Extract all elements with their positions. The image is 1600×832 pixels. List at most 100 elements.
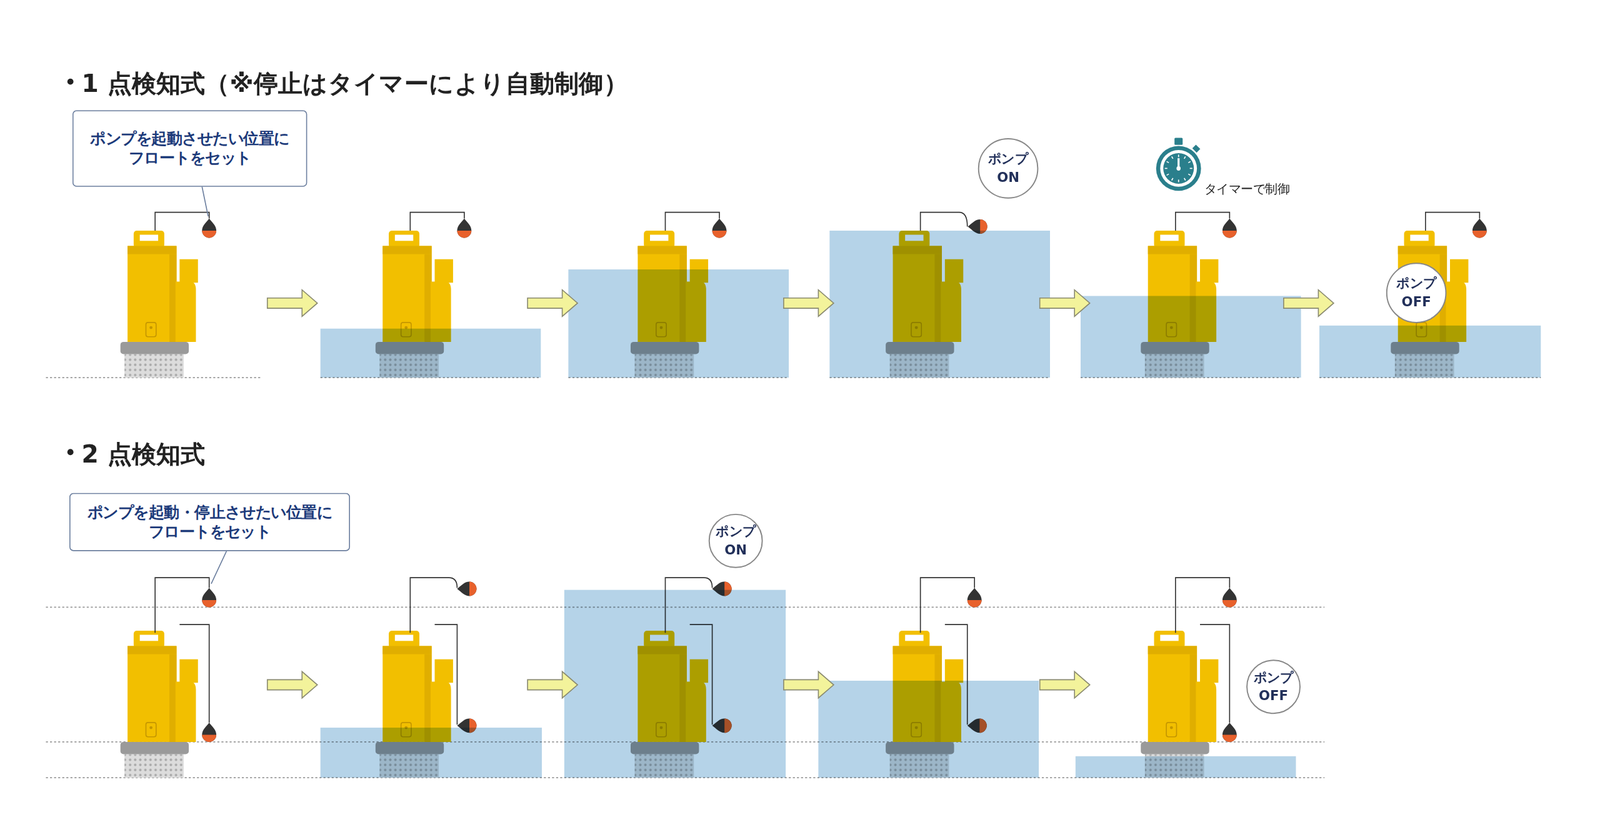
pump-plate (145, 322, 156, 337)
water-level (1075, 756, 1297, 778)
handle-hole (1160, 235, 1179, 242)
bubble-circle (709, 514, 763, 568)
pump-handle (133, 230, 165, 249)
pump-outlet (1200, 259, 1219, 284)
float-wire (155, 212, 210, 231)
section-heading: 1 点検知式（※停止はタイマーにより自動制御） (81, 67, 629, 100)
stopwatch-tick (1184, 156, 1186, 159)
pump-outlet (1200, 659, 1219, 684)
bubble-outline (708, 513, 764, 569)
float-body (201, 722, 217, 742)
stopwatch-pivot (1176, 166, 1181, 171)
pump-base (1140, 741, 1209, 755)
float-tip (201, 735, 217, 742)
submersible-pump (120, 230, 199, 378)
node-text: ポンプ OFF (1245, 659, 1301, 715)
callout-box: ポンプを起動・停止させたい位置に フロートをセット (69, 493, 350, 552)
pump-cap (127, 645, 177, 654)
status-bubble: ポンプ OFF (1385, 262, 1447, 324)
step-arrow (1040, 671, 1090, 698)
stopwatch-tick (1166, 173, 1170, 175)
float-wire (1175, 212, 1230, 231)
callout-box: ポンプを起動させたい位置に フロートをセット (72, 110, 308, 187)
pump-body (382, 645, 432, 742)
node-text: ポンプ ON (708, 513, 764, 569)
pump-cap (382, 245, 432, 254)
step-arrow (527, 290, 578, 317)
stopwatch-tick (1188, 161, 1191, 163)
stopwatch-case (1156, 145, 1202, 191)
water-level (829, 230, 1050, 378)
float-switch (1222, 722, 1237, 742)
float-body (1222, 722, 1237, 742)
pump-handle (1404, 230, 1435, 249)
pump-plate (1166, 722, 1177, 737)
float-switch (967, 587, 982, 607)
bubble-circle (1386, 263, 1447, 323)
float-body (456, 218, 472, 238)
stopwatch-tick (1171, 178, 1174, 181)
stopwatch-button (1192, 144, 1201, 153)
pump-bolt (149, 726, 153, 730)
pump-shade (169, 654, 177, 742)
node-text: ポンプ ON (977, 137, 1039, 199)
water-level (320, 727, 542, 778)
pump-handle (388, 230, 420, 249)
pump-body (1148, 645, 1197, 742)
step-arrow (267, 290, 318, 317)
water-level (818, 680, 1039, 778)
pump-body (127, 245, 177, 342)
float-tip (201, 230, 217, 238)
status-text: ポンプ OFF (1393, 275, 1440, 311)
float-tip (1222, 600, 1237, 607)
handle-hole (650, 235, 669, 242)
stopwatch-tick (1188, 173, 1191, 175)
status-text: ポンプ ON (985, 150, 1032, 187)
pump-cap (1148, 645, 1197, 654)
submersible-pump (1140, 630, 1219, 778)
pump-handle (1154, 230, 1185, 249)
node-text: ポンプ OFF (1385, 262, 1447, 324)
pump-outlet (435, 259, 454, 284)
callout-leader (211, 551, 227, 584)
heading-bullet (67, 78, 74, 85)
pump-outlet (435, 659, 454, 684)
pump-cap (1148, 245, 1197, 254)
float-body (1222, 587, 1237, 607)
water-level (1319, 325, 1541, 378)
handle-hole (140, 635, 159, 642)
stopwatch-crown (1174, 137, 1183, 145)
step-arrow (267, 671, 318, 698)
float-body (456, 581, 477, 597)
water-level (568, 269, 789, 378)
pump-cap (382, 645, 432, 654)
float-body (967, 587, 982, 607)
pump-outlet (1450, 259, 1469, 284)
float-switch (1222, 218, 1237, 238)
float-wire (665, 212, 720, 231)
pump-strainer (124, 354, 184, 379)
pump-shade (1190, 654, 1197, 742)
water-level (564, 590, 786, 778)
float-tip (456, 230, 472, 238)
pump-body (382, 245, 432, 342)
stopwatch-tick (1178, 179, 1180, 182)
status-bubble: ポンプ OFF (1245, 659, 1301, 715)
water-level (320, 328, 542, 378)
float-body (1222, 218, 1237, 238)
pump-handle (898, 630, 930, 649)
callout-leader (201, 186, 209, 217)
section-heading: 2 点検知式 (81, 437, 206, 470)
bubble-circle (1246, 660, 1300, 714)
float-body (201, 218, 217, 238)
status-text: ポンプ OFF (1250, 668, 1297, 705)
pump-outlet (179, 259, 198, 284)
float-tip (712, 230, 727, 238)
pump-elbow (1195, 681, 1217, 742)
pump-elbow (175, 281, 197, 342)
node-text: ポンプを起動させたい位置に フロートをセット (73, 129, 307, 168)
pump-handle (133, 630, 165, 649)
pump-shade (169, 254, 177, 342)
float-switch (1472, 218, 1487, 238)
